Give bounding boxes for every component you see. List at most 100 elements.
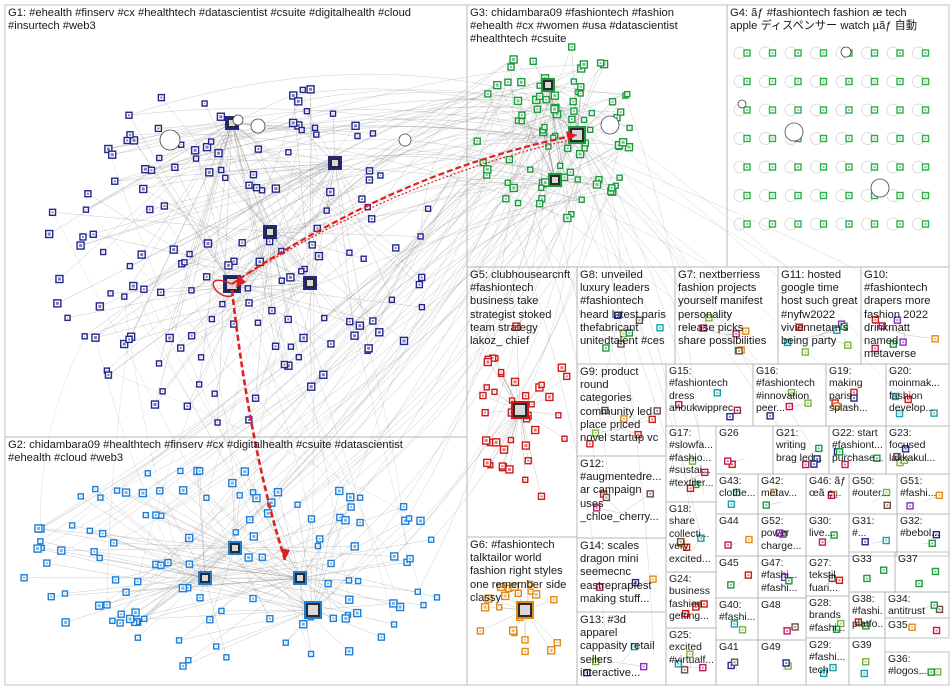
edge: [40, 541, 206, 579]
node-fill: [619, 111, 622, 114]
node-fill: [219, 115, 223, 119]
edge: [164, 205, 311, 284]
edge: [125, 348, 369, 593]
node-fill: [248, 184, 251, 187]
edge: [234, 520, 346, 549]
node-fill: [896, 319, 899, 322]
node-fill: [688, 653, 691, 656]
circle-node[interactable]: [870, 178, 890, 198]
node-fill: [512, 57, 516, 61]
edge: [149, 162, 336, 210]
node-fill: [543, 180, 547, 184]
edge: [231, 122, 396, 249]
node-fill: [566, 147, 569, 150]
node-fill: [143, 618, 145, 620]
edge: [182, 490, 314, 611]
node-fill: [126, 139, 129, 142]
node-fill: [848, 166, 850, 168]
node-fill: [287, 318, 290, 321]
node-fill: [163, 205, 166, 208]
node-fill: [735, 491, 738, 494]
node-fill: [89, 530, 91, 532]
node-fill: [158, 489, 161, 492]
circle-node[interactable]: [784, 122, 804, 142]
edge: [509, 409, 521, 470]
node-fill: [532, 60, 535, 63]
node-fill: [350, 506, 353, 509]
edge: [225, 105, 555, 179]
node-fill: [736, 409, 739, 412]
node-fill: [904, 447, 907, 450]
edge: [510, 66, 681, 490]
node-fill: [243, 470, 247, 474]
edge: [583, 119, 798, 465]
node-fill: [931, 542, 934, 545]
node-fill: [101, 532, 104, 535]
node-fill: [302, 336, 306, 340]
node-fill: [656, 409, 659, 412]
node-fill: [503, 594, 507, 598]
group-box-g46: [805, 473, 850, 515]
node-fill: [619, 177, 621, 179]
edge: [127, 122, 233, 141]
node-fill: [367, 206, 369, 208]
group-boxes-layer: [4, 4, 950, 686]
edge: [598, 179, 738, 352]
edge: [200, 162, 336, 358]
edge: [189, 563, 301, 579]
node-fill: [848, 194, 850, 197]
group-box-g14: [576, 537, 667, 613]
edge: [151, 170, 233, 285]
node-fill: [924, 166, 927, 168]
edge: [271, 46, 572, 503]
node-fill: [291, 93, 295, 97]
edge: [184, 107, 556, 263]
edge: [598, 191, 621, 397]
edge: [125, 492, 236, 549]
node-fill: [529, 583, 531, 585]
edge: [160, 565, 206, 579]
circle-node[interactable]: [398, 133, 412, 147]
node-fill: [359, 497, 361, 499]
edge: [124, 122, 233, 297]
circle-node[interactable]: [232, 114, 244, 126]
node-fill: [110, 292, 112, 294]
node-fill: [822, 109, 825, 111]
edge: [40, 336, 85, 529]
edge: [181, 144, 311, 284]
group-box-g49: [757, 639, 807, 686]
edge: [220, 116, 271, 233]
node-fill: [274, 187, 278, 191]
node-fill: [134, 611, 138, 615]
node-fill: [370, 217, 373, 220]
edge: [299, 577, 304, 625]
edge: [241, 108, 555, 243]
edge: [611, 187, 708, 328]
edge: [904, 334, 936, 340]
node-fill: [886, 504, 889, 507]
node-fill: [694, 483, 697, 486]
edge: [258, 149, 311, 284]
edge: [209, 91, 628, 173]
edge: [256, 154, 531, 188]
node-fill: [215, 645, 217, 647]
node-fill: [499, 585, 503, 589]
node-fill: [812, 463, 815, 466]
edge: [312, 546, 356, 611]
node-fill: [831, 577, 834, 580]
circle-node[interactable]: [840, 46, 852, 58]
group-box-g23: [885, 425, 950, 475]
node-fill: [873, 166, 876, 168]
circle-node[interactable]: [250, 118, 266, 134]
edge: [505, 198, 610, 666]
circle-node[interactable]: [600, 115, 620, 135]
node-fill: [610, 186, 613, 189]
edge: [323, 177, 565, 319]
node-fill: [689, 487, 692, 490]
node-fill: [484, 411, 487, 414]
circle-node[interactable]: [159, 129, 181, 151]
node-fill: [105, 603, 108, 606]
hub-node-avatar: [515, 405, 525, 415]
circle-node[interactable]: [737, 99, 747, 109]
edge: [253, 217, 568, 537]
